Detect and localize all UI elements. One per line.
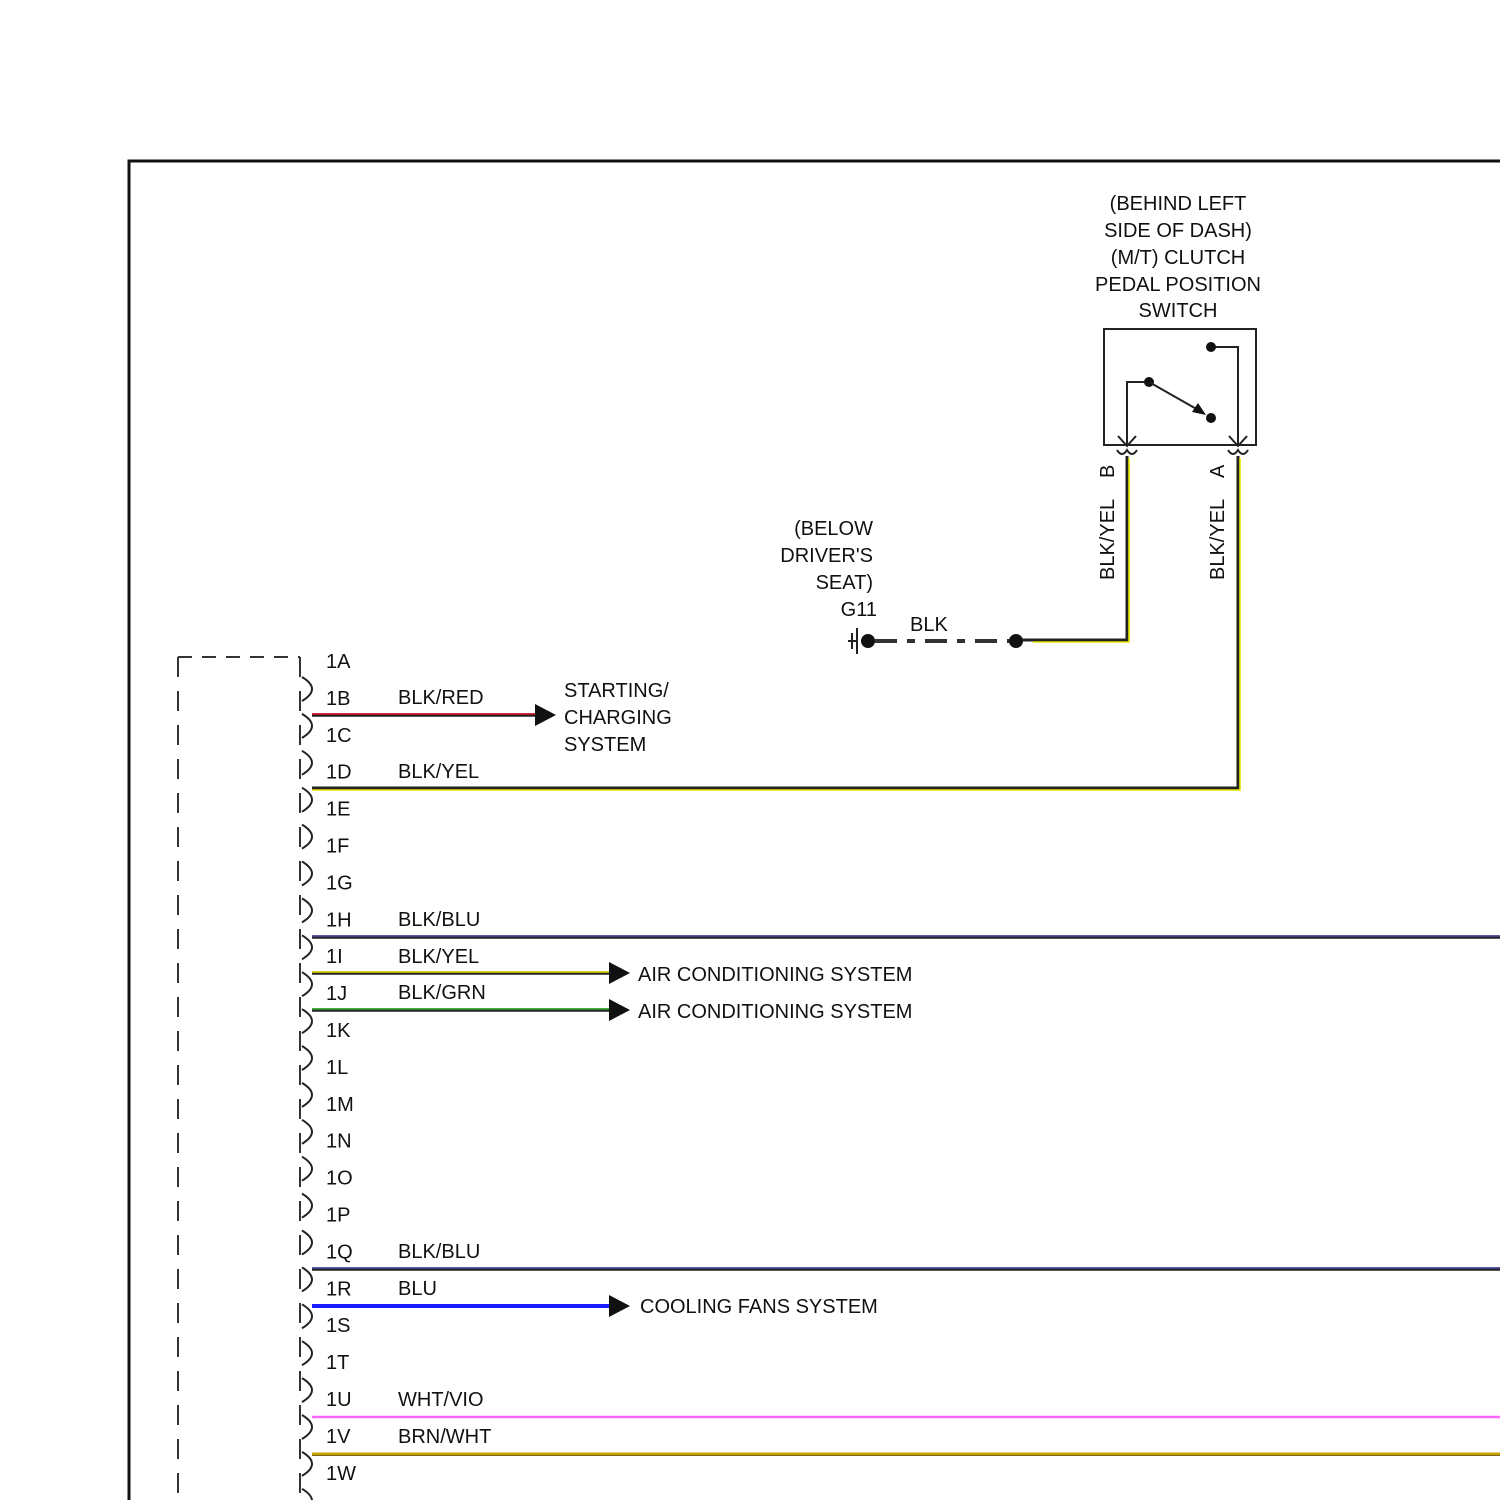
pin-terminal-1b — [302, 714, 312, 738]
wire-1d-label: BLK/YEL — [398, 761, 479, 783]
pin-label-1f: 1F — [326, 836, 349, 858]
wire-1b-label: BLK/RED — [398, 687, 484, 709]
pin-terminal-1s — [302, 1341, 312, 1365]
switch-contact-lower — [1206, 413, 1216, 423]
pin-terminal-1m — [302, 1120, 312, 1144]
pin-label-1b: 1B — [326, 688, 350, 710]
connector-pins: 1A 1B 1C 1D 1E 1F 1G 1H 1I 1J 1K 1L 1M 1N 1O 1P 1Q 1R 1S 1T… — [302, 651, 356, 1500]
pin-terminal-1d — [302, 788, 312, 812]
pin-terminal-1o — [302, 1194, 312, 1218]
pin-label-1h: 1H — [326, 909, 352, 931]
wire-1q-label: BLK/BLU — [398, 1241, 480, 1263]
ground-label-line-2: DRIVER'S — [780, 545, 873, 567]
switch-label-line-1: (BEHIND LEFT — [1110, 193, 1247, 215]
pin-terminal-1u — [302, 1415, 312, 1439]
terminal-a-connector — [1228, 450, 1248, 454]
connector-outline — [178, 657, 300, 1500]
pin-label-1q: 1Q — [326, 1241, 353, 1263]
pin-label-1v: 1V — [326, 1426, 351, 1448]
pin-label-1k: 1K — [326, 1020, 351, 1042]
wire-1i-label: BLK/YEL — [398, 946, 479, 968]
wire-1v-label: BRN/WHT — [398, 1426, 491, 1448]
clutch-switch-label: (BEHIND LEFT SIDE OF DASH) (M/T) CLUTCH … — [1095, 193, 1261, 322]
terminal-b-connector — [1117, 450, 1137, 454]
switch-wire-b-color-label: BLK/YEL — [1097, 499, 1119, 580]
pin-terminal-1w — [302, 1489, 312, 1500]
dest-1r: COOLING FANS SYSTEM — [640, 1296, 878, 1318]
pin-terminal-1h — [302, 935, 312, 959]
ground-wire-label: BLK — [910, 614, 948, 636]
pin-terminal-1n — [302, 1157, 312, 1181]
dest-1b-line-3: SYSTEM — [564, 734, 646, 756]
ground-label-line-1: (BELOW — [794, 518, 873, 540]
switch-label-line-5: SWITCH — [1139, 300, 1218, 322]
ground-splice-point — [1009, 634, 1023, 648]
pin-terminal-1l — [302, 1083, 312, 1107]
pin-label-1r: 1R — [326, 1278, 352, 1300]
pin-label-1a: 1A — [326, 651, 351, 673]
ground-label-line-3: SEAT) — [816, 572, 873, 594]
pin-terminal-1t — [302, 1378, 312, 1402]
wire-1r-arrow — [609, 1295, 630, 1317]
pin-terminal-1j — [302, 1009, 312, 1033]
pin-terminal-1k — [302, 1046, 312, 1070]
pin-terminal-1p — [302, 1231, 312, 1255]
pin-terminal-1r — [302, 1304, 312, 1328]
pin-label-1s: 1S — [326, 1315, 350, 1337]
pin-label-1p: 1P — [326, 1205, 350, 1227]
pin-terminal-1e — [302, 825, 312, 849]
pin-terminal-1i — [302, 972, 312, 996]
pin-label-1e: 1E — [326, 799, 350, 821]
dest-1i: AIR CONDITIONING SYSTEM — [638, 964, 912, 986]
wire-1r-label: BLU — [398, 1278, 437, 1300]
ground-point — [861, 634, 875, 648]
ground-label: (BELOW DRIVER'S SEAT) G11 — [780, 518, 877, 621]
switch-contact-upper — [1206, 342, 1216, 352]
wire-1i-arrow — [609, 962, 630, 984]
pin-label-1d: 1D — [326, 762, 352, 784]
pin-label-1g: 1G — [326, 872, 353, 894]
pin-label-1m: 1M — [326, 1094, 354, 1116]
dest-1b-line-1: STARTING/ — [564, 680, 669, 702]
pin-label-1o: 1O — [326, 1168, 353, 1190]
ground-symbol — [848, 628, 875, 654]
switch-pin-b-label: B — [1097, 465, 1119, 478]
wire-1u-label: WHT/VIO — [398, 1389, 484, 1411]
clutch-switch-symbol — [1104, 329, 1256, 454]
pin-terminal-1f — [302, 862, 312, 886]
switch-label-line-3: (M/T) CLUTCH — [1111, 247, 1245, 269]
pin-label-1c: 1C — [326, 725, 352, 747]
wire-1h-label: BLK/BLU — [398, 909, 480, 931]
pin-label-1u: 1U — [326, 1389, 352, 1411]
dest-1b-line-2: CHARGING — [564, 707, 672, 729]
switch-label-line-2: SIDE OF DASH) — [1104, 220, 1252, 242]
pin-label-1j: 1J — [326, 983, 347, 1005]
pin-label-1l: 1L — [326, 1057, 348, 1079]
pin-terminal-1a — [302, 677, 312, 701]
pin-terminal-1v — [302, 1452, 312, 1476]
pin-label-1i: 1I — [326, 946, 343, 968]
pin-terminal-1g — [302, 898, 312, 922]
ground-label-line-4: G11 — [841, 599, 877, 621]
switch-pin-a-label: A — [1207, 464, 1229, 478]
pin-label-1w: 1W — [326, 1463, 356, 1485]
pin-label-1n: 1N — [326, 1131, 352, 1153]
pin-terminal-1q — [302, 1267, 312, 1291]
wire-1b-arrow — [535, 704, 556, 726]
dest-1j: AIR CONDITIONING SYSTEM — [638, 1001, 912, 1023]
wire-1j-label: BLK/GRN — [398, 982, 486, 1004]
wire-1j-arrow — [609, 999, 630, 1021]
switch-wire-a-color-label: BLK/YEL — [1207, 499, 1229, 580]
switch-label-line-4: PEDAL POSITION — [1095, 274, 1261, 296]
pin-terminal-1c — [302, 751, 312, 775]
pin-label-1t: 1T — [326, 1352, 349, 1374]
